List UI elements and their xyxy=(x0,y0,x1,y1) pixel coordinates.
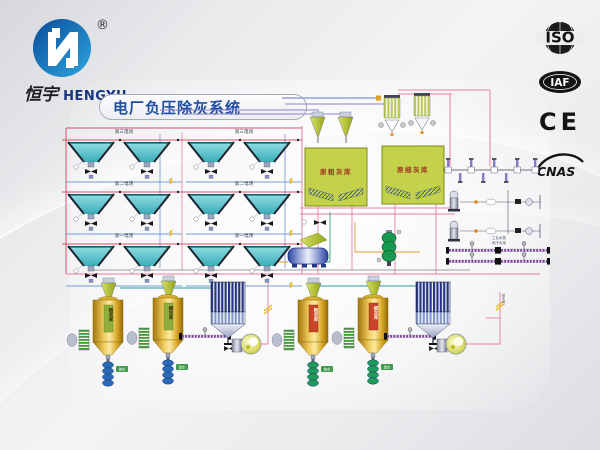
esp-field-label: 第二电场 xyxy=(115,180,134,187)
certification-badges: ISO IAF CE CNAS xyxy=(528,20,592,182)
esp-field-label: 第三电场 xyxy=(115,128,134,135)
ce-badge: CE xyxy=(533,108,587,136)
silo-label: 细灰库 xyxy=(168,305,173,321)
registered-mark: ® xyxy=(96,18,109,33)
double-flap-valve-icon xyxy=(307,358,319,387)
esp-field-label: 第一电场 xyxy=(235,232,254,239)
company-logo: ® 恒宇 HENGYU xyxy=(10,6,160,105)
rotary-feeder-icon xyxy=(126,327,150,349)
iaf-label: IAF xyxy=(550,77,569,89)
esp-group-2: 第三电场 第二电场 第一电场 xyxy=(182,128,302,288)
coarse-ash-main-silo: 原粗灰库 xyxy=(304,111,368,207)
main-silo-label: 原粗灰库 xyxy=(320,167,352,176)
main-silo-label: 原细灰库 xyxy=(397,165,429,174)
cyclone-separator-icon xyxy=(337,111,354,144)
pipe-fittings-icon xyxy=(445,241,499,255)
esp-group-1: 第三电场 第二电场 第一电场 xyxy=(62,128,182,288)
discharge-valve-icon xyxy=(314,220,326,225)
pump-station-label-1: 工业水泵 xyxy=(492,235,506,240)
iso-badge: ISO xyxy=(536,20,584,56)
gauge-icon xyxy=(301,219,307,225)
truck-loading-label: 装车 xyxy=(384,365,391,370)
iso-label: ISO xyxy=(545,29,574,47)
rotary-feeder-icon xyxy=(331,327,355,349)
double-cone-feeder-icon xyxy=(376,229,402,267)
truck-loading-label: 装车 xyxy=(324,367,331,372)
page-title: 电厂负压除灰系统 xyxy=(99,94,307,120)
silo-label: 粗灰库 xyxy=(313,307,318,323)
truck-loading-label: 装车 xyxy=(119,367,126,372)
rotary-feeder-icon xyxy=(66,329,90,351)
double-flap-valve-icon xyxy=(162,356,174,385)
logo-mark-icon xyxy=(33,19,91,77)
brand-name-cn: 恒宇 xyxy=(24,85,58,105)
water-pump-icon xyxy=(447,220,461,242)
iaf-badge: IAF xyxy=(537,70,583,94)
silo-label: 细灰库 xyxy=(373,305,378,321)
cyclone-separator-icon xyxy=(309,111,326,144)
roots-blower-icon xyxy=(436,333,467,355)
rotary-feeder-icon xyxy=(271,329,295,351)
double-flap-valve-icon xyxy=(102,358,114,387)
valve-manifold xyxy=(443,157,540,183)
silo-label: 粗灰库 xyxy=(108,307,113,323)
water-pump-icon xyxy=(447,190,461,212)
cnas-badge: CNAS xyxy=(534,150,586,182)
ash-storage-group-2: 粗灰库 装车 细灰库 装车 排大气 xyxy=(271,275,506,387)
ash-storage-group-1: 粗灰库 装车 细灰库 装车 xyxy=(66,275,273,387)
esp-field-label: 第三电场 xyxy=(235,128,254,135)
bag-filter-icon xyxy=(408,92,436,135)
roots-blower-icon xyxy=(231,333,262,355)
vacuum-pump xyxy=(287,232,329,268)
fine-ash-main-silo: 原细灰库 xyxy=(378,92,445,205)
truck-loading-label: 装车 xyxy=(179,365,186,370)
pipe-fittings-icon xyxy=(497,252,551,266)
esp-field-label: 第一电场 xyxy=(115,232,134,239)
ce-label: CE xyxy=(539,108,581,136)
bag-filter-icon xyxy=(378,94,406,137)
double-flap-valve-icon xyxy=(367,356,379,385)
pipe-fittings-icon xyxy=(445,252,499,266)
water-pump-station: 工业水泵 地下水池 xyxy=(445,190,551,266)
cnas-label: CNAS xyxy=(537,164,575,179)
vent-label: 排大气 xyxy=(501,293,506,305)
esp-field-label: 第二电场 xyxy=(235,180,254,187)
pump-station-label-2: 地下水池 xyxy=(492,240,506,245)
